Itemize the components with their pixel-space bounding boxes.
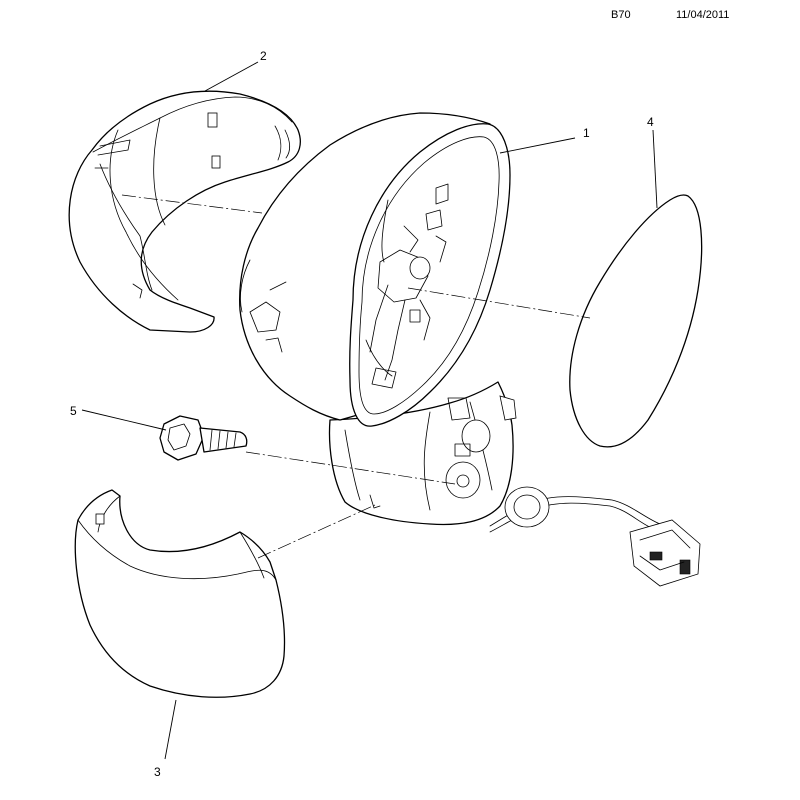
part-1-mirror-housing bbox=[239, 112, 701, 587]
callout-1: 1 bbox=[583, 126, 590, 140]
leader-lines bbox=[81, 61, 658, 760]
part-2-upper-cover bbox=[68, 90, 301, 333]
part-3-lower-cover bbox=[74, 489, 286, 698]
assembly-axes bbox=[121, 194, 591, 559]
callout-2: 2 bbox=[260, 49, 267, 63]
part-4-mirror-glass bbox=[569, 194, 703, 448]
page-code: B70 bbox=[611, 9, 631, 21]
page-date: 11/04/2011 bbox=[676, 9, 730, 21]
callout-5: 5 bbox=[70, 404, 77, 418]
callout-3: 3 bbox=[154, 765, 161, 779]
part-5-screw bbox=[159, 415, 248, 461]
callout-4: 4 bbox=[647, 115, 654, 129]
